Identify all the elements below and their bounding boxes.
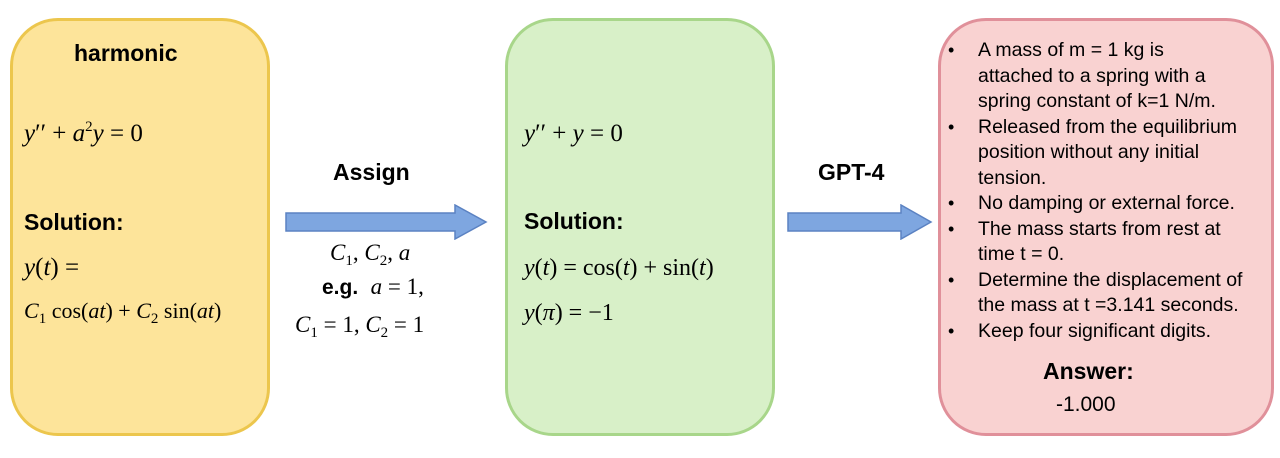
harmonic-solution-label: Solution: [24,209,124,235]
harmonic-title: harmonic [74,40,178,66]
harmonic-solution-lhs: y(t) = [24,254,80,281]
assign-arrow [285,204,488,240]
harmonic-solution-rhs: C1 cos(at) + C2 sin(at) [24,298,222,327]
bullet-item: Keep four significant digits. [948,319,1266,345]
answer-value: -1.000 [1056,393,1116,416]
instance-box [505,18,775,436]
instance-equation: y′′ + y = 0 [524,120,623,147]
instance-solution: y(t) = cos(t) + sin(t) [524,255,714,281]
example-prefix: e.g. [322,276,359,299]
assign-example-c: C1 = 1, C2 = 1 [295,312,425,341]
gpt-arrow [787,204,933,240]
harmonic-equation: y′′ + a2y = 0 [24,119,143,148]
answer-label: Answer: [1043,358,1134,384]
assign-example-a: e.g. a = 1, [322,274,424,299]
gpt-label: GPT-4 [818,159,885,185]
assign-params: C1, C2, a [330,240,411,269]
harmonic-box [10,18,270,436]
bullet-item: No damping or external force. [948,191,1266,217]
instance-solution-label: Solution: [524,208,624,234]
instance-value: y(π) = −1 [524,300,614,326]
assign-label: Assign [333,159,410,185]
